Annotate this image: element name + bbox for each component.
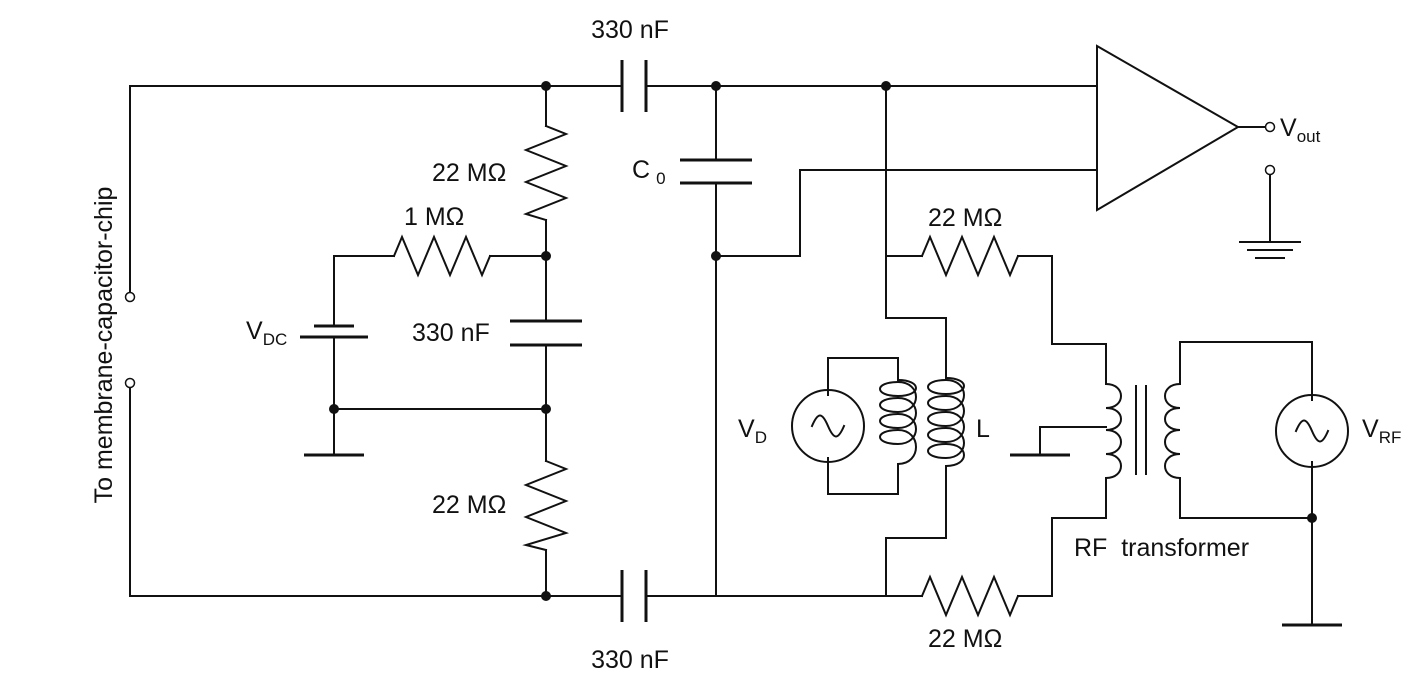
label-r-right-top: 22 MΩ <box>928 204 1002 232</box>
capacitor-c0 <box>680 158 752 185</box>
label-vrf-main: V <box>1362 415 1379 443</box>
label-vout: Vout <box>1280 114 1321 146</box>
label-vd-sub: D <box>755 428 767 447</box>
label-c0-main: C <box>632 156 650 184</box>
label-vdc: VDC <box>246 317 287 349</box>
ground-output <box>1239 241 1301 259</box>
label-r-lower: 22 MΩ <box>432 491 506 519</box>
amplifier <box>1096 44 1240 212</box>
rf-transformer <box>1104 382 1182 480</box>
label-cap-bottom: 330 nF <box>591 646 669 674</box>
label-c0-sub: 0 <box>656 169 665 188</box>
label-inductor: L <box>976 415 990 443</box>
wires <box>129 85 1313 626</box>
label-vout-sub: out <box>1297 127 1321 146</box>
label-vdc-sub: DC <box>263 330 288 349</box>
label-r-upper: 22 MΩ <box>432 159 506 187</box>
vd-coil <box>879 378 917 466</box>
label-r-bias: 1 MΩ <box>404 203 464 231</box>
label-vdc-main: V <box>246 317 263 345</box>
resistor-22m-lower <box>522 459 570 552</box>
label-chip: To membrane-capacitor-chip <box>90 187 118 504</box>
resistor-1m <box>392 234 492 278</box>
capacitor-top <box>620 60 648 112</box>
resistor-22m-right-top <box>920 234 1020 278</box>
label-r-right-bottom: 22 MΩ <box>928 625 1002 653</box>
label-cap-mid: 330 nF <box>412 319 490 347</box>
junction-dots <box>329 81 1317 601</box>
resistor-22m-right-bottom <box>920 574 1020 618</box>
battery-vdc <box>300 324 368 339</box>
source-vrf <box>1275 394 1349 468</box>
label-vrf: VRF <box>1362 415 1401 447</box>
inductor-l <box>927 376 965 468</box>
capacitor-mid <box>510 319 582 347</box>
label-cap-top: 330 nF <box>591 16 669 44</box>
source-vd <box>791 389 865 463</box>
chip-terminal-bottom[interactable] <box>124 377 136 389</box>
ground-terminal[interactable] <box>1264 164 1276 176</box>
label-vrf-sub: RF <box>1379 428 1402 447</box>
terminals <box>124 121 1276 389</box>
label-vd: VD <box>738 415 767 447</box>
label-vd-main: V <box>738 415 755 443</box>
label-transformer: RF transformer <box>1074 534 1249 562</box>
chip-terminal-top[interactable] <box>124 291 136 303</box>
capacitor-bottom <box>620 570 648 622</box>
vout-terminal[interactable] <box>1264 121 1276 133</box>
label-vout-main: V <box>1280 114 1297 142</box>
resistor-22m-upper <box>522 124 569 222</box>
